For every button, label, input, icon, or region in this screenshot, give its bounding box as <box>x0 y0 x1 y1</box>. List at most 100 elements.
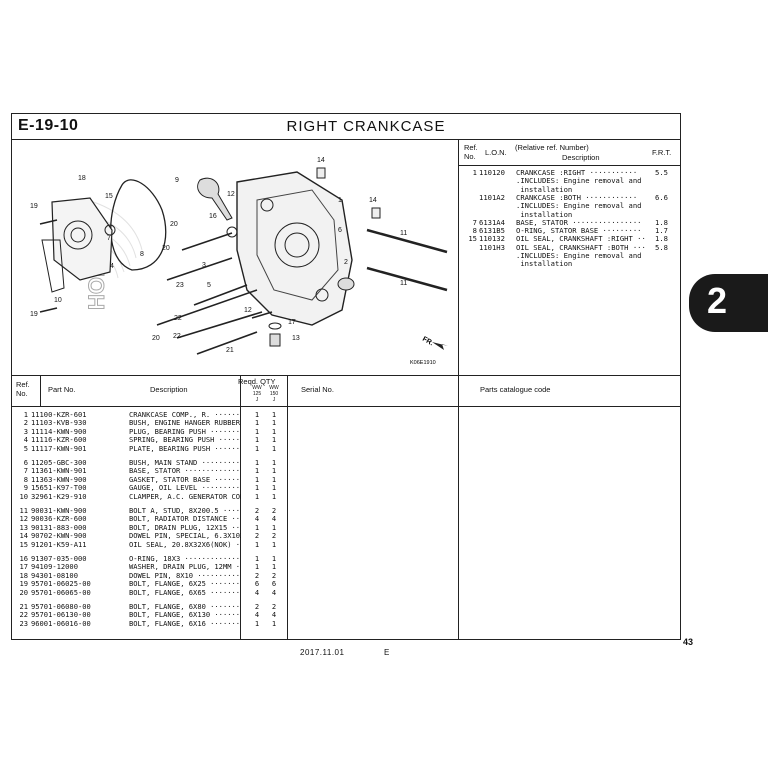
row-part-no: 95701-06130-00 <box>31 611 91 620</box>
callout: 18 <box>78 175 86 182</box>
ref-panel-row: installation <box>459 259 680 268</box>
row-qty-125: 1 <box>254 540 260 549</box>
callout-labels: 14 18 1 9 12 16 15 19 7 8 20 14 20 6 11 … <box>30 157 407 354</box>
row-description: CRANKCASE COMP., R. ········· <box>129 411 241 419</box>
callout: 5 <box>207 282 211 289</box>
callout: 3 <box>202 262 206 269</box>
row-description: BOLT, FLANGE, 6X130 ········· <box>129 611 241 620</box>
row-qty-150: 1 <box>271 555 277 563</box>
row-qty-150: 1 <box>271 492 277 501</box>
row-qty-125: 4 <box>254 515 260 524</box>
row-qty-150: 2 <box>271 603 277 611</box>
rp-relative: (Relative ref. Number) <box>515 143 589 152</box>
row-qty-150: 1 <box>271 619 277 628</box>
row-qty-125: 1 <box>254 484 260 493</box>
row-qty-150: 4 <box>271 611 277 620</box>
row-part-no: 90702-KWN-900 <box>31 532 87 541</box>
row-ref-no: 23 <box>19 619 28 628</box>
row-part-no: 11361-KWN-901 <box>31 467 87 476</box>
row-description: GASKET, STATOR BASE ········· <box>129 475 241 484</box>
rp-desc: BASE, STATOR ················ <box>516 217 642 227</box>
row-description: GAUGE, OIL LEVEL ············ <box>129 484 241 493</box>
col-serial-no: Serial No. <box>301 385 334 394</box>
row-ref-no: 9 <box>23 484 28 493</box>
fr-direction-label: FR. <box>421 336 434 348</box>
ref-panel-row: installation <box>459 185 680 194</box>
row-qty-125: 1 <box>254 523 260 532</box>
callout: 19 <box>30 203 38 210</box>
row-qty-150: 1 <box>271 475 277 484</box>
row-qty-125: 4 <box>254 588 260 597</box>
col-qty2-head: WW 150 J <box>267 385 281 403</box>
row-qty-150: 1 <box>271 563 277 572</box>
row-description: BOLT, FLANGE, 6X25 ·········· <box>129 580 241 589</box>
rp-lon-value: 1101A2 <box>479 192 505 202</box>
chapter-tab[interactable]: 2 <box>689 274 768 332</box>
row-description: CLAMPER, A.C. GENERATOR CORD <box>129 492 241 501</box>
divider <box>240 376 241 639</box>
row-qty-150: 1 <box>271 523 277 532</box>
row-part-no: 15651-K97-T00 <box>31 484 87 493</box>
footer-date: 2017.11.01 <box>300 648 345 657</box>
row-ref-no: 12 <box>19 515 28 524</box>
row-ref-no: 21 <box>19 603 28 611</box>
row-ref-no: 4 <box>23 436 28 445</box>
row-description: BOLT, FLANGE, 6X65 ·········· <box>129 588 241 597</box>
col-ref-no: Ref. No. <box>16 380 30 398</box>
rp-desc: CRANKCASE :RIGHT ··········· <box>516 168 638 177</box>
row-description: BUSH, ENGINE HANGER RUBBER ·· <box>129 419 241 428</box>
parts-table: Ref. No. Part No. Description Reqd. QTY … <box>12 376 680 639</box>
row-description: WASHER, DRAIN PLUG, 12MM ···· <box>129 563 241 572</box>
row-part-no: 90036-KZR-600 <box>31 515 87 524</box>
exploded-diagram[interactable]: HONDA <box>12 140 459 376</box>
callout: 1 <box>338 197 342 204</box>
callout: 14 <box>369 197 377 204</box>
row-ref-no: 13 <box>19 523 28 532</box>
rp-frt-value: 1.8 <box>655 234 668 244</box>
row-qty-150: 1 <box>271 444 277 453</box>
ref-panel-row: .INCLUDES: Engine removal and <box>459 251 680 260</box>
callout: 7 <box>107 235 111 242</box>
row-ref-no: 8 <box>23 475 28 484</box>
rp-frt: F.R.T. <box>652 148 672 157</box>
row-description: O-RING, 18X3 ················ <box>129 555 241 563</box>
labor-reference-panel: Ref. No. L.O.N. (Relative ref. Number) D… <box>459 140 680 376</box>
row-part-no: 11117-KWN-901 <box>31 444 87 453</box>
row-part-no: 11205-GBC-300 <box>31 459 87 467</box>
callout: 14 <box>317 157 325 164</box>
col-reqd-qty: Reqd. QTY <box>238 377 276 386</box>
row-part-no: 95701-06025-00 <box>31 580 91 589</box>
callout: 12 <box>244 307 252 314</box>
row-description: BOLT, FLANGE, 6X16 ·········· <box>129 619 241 628</box>
row-qty-150: 1 <box>271 436 277 445</box>
callout: 8 <box>140 251 144 258</box>
row-ref-no: 20 <box>19 588 28 597</box>
row-ref-no: 22 <box>19 611 28 620</box>
row-part-no: 11116-KZR-600 <box>31 436 87 445</box>
